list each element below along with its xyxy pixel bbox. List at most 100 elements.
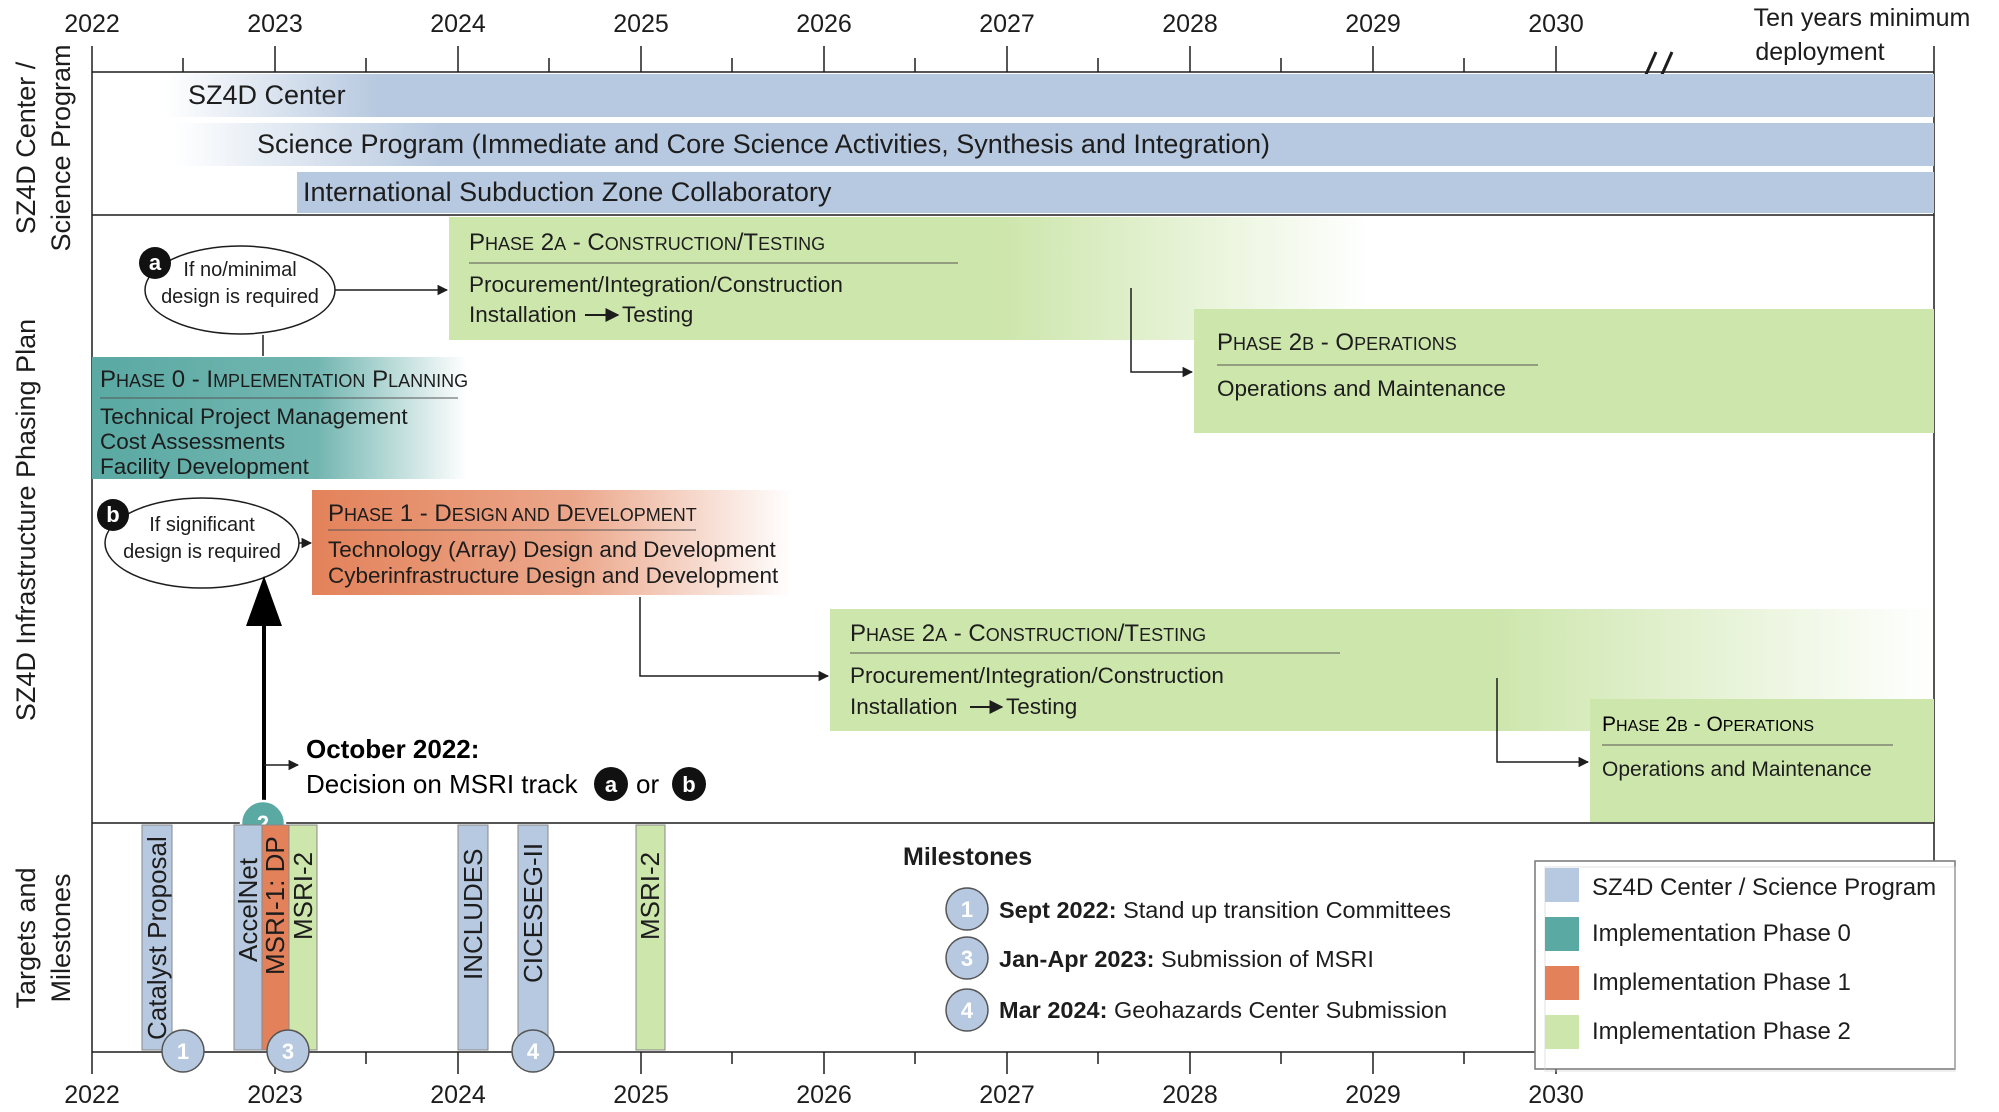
milestone-marker-4 bbox=[511, 1029, 555, 1073]
letter-badge-b bbox=[97, 499, 129, 531]
phase2a-top-title: PHASE 2A - CONSTRUCTION/TESTING bbox=[469, 229, 825, 256]
phase2a-bottom-line2a: Installation bbox=[850, 694, 958, 719]
letter-badge-b-text: b bbox=[106, 502, 119, 527]
year-label: 2023 bbox=[247, 1081, 303, 1109]
section-label-center-line2: Science Program bbox=[46, 44, 76, 251]
oval-b-line1: If significant bbox=[149, 514, 255, 536]
top-year-labels: 2022 2023 2024 2025 2026 2027 2028 2029 … bbox=[64, 10, 1584, 38]
oval-b-line2: design is required bbox=[123, 541, 281, 563]
target-bar-label: MSRI-2 bbox=[635, 852, 665, 940]
phase0-box bbox=[92, 357, 467, 479]
phase0-line3: Facility Development bbox=[100, 454, 310, 479]
year-label: 2030 bbox=[1528, 10, 1584, 38]
letter-badge-b bbox=[672, 767, 706, 801]
milestone-marker-text: 3 bbox=[282, 1039, 294, 1064]
target-bar bbox=[261, 824, 290, 1051]
legend-swatch bbox=[1545, 917, 1579, 951]
svg-text:Mar 2024: Geohazards Center Su: Mar 2024: Geohazards Center Submission bbox=[999, 997, 1447, 1023]
svg-text:Jan-Apr 2023: Submission of MS: Jan-Apr 2023: Submission of MSRI bbox=[999, 946, 1374, 972]
year-label: 2027 bbox=[979, 10, 1035, 38]
top-axis bbox=[91, 46, 1935, 73]
section-label-targets-line2: Milestones bbox=[46, 873, 76, 1002]
phase0-title: PHASE 0 - IMPLEMENTATION PLANNING bbox=[100, 366, 468, 393]
legend-label: Implementation Phase 2 bbox=[1592, 1018, 1851, 1045]
target-bar bbox=[517, 824, 549, 1051]
bottom-year-labels: 2022 2023 2024 2025 2026 2027 2028 2029 … bbox=[64, 1081, 1584, 1109]
year-label: 2024 bbox=[430, 10, 486, 38]
section-label-targets-line1: Targets and bbox=[11, 867, 41, 1008]
phase1-box bbox=[312, 490, 792, 595]
decision-text: Decision on MSRI track bbox=[306, 769, 579, 799]
year-label: 2025 bbox=[613, 1081, 669, 1109]
phase2a-bottom-title: PHASE 2A - CONSTRUCTION/TESTING bbox=[850, 620, 1206, 647]
year-label: 2025 bbox=[613, 10, 669, 38]
year-label: 2022 bbox=[64, 10, 120, 38]
year-label: 2028 bbox=[1162, 1081, 1218, 1109]
phase2a-top-line2b: Testing bbox=[622, 302, 693, 327]
center-bar-label: SZ4D Center bbox=[188, 80, 346, 110]
year-label: 2029 bbox=[1345, 1081, 1401, 1109]
target-bar-label: MSRI-2 bbox=[288, 852, 318, 940]
year-label: 2022 bbox=[64, 1081, 120, 1109]
target-bar-label: CICESEG-II bbox=[518, 843, 548, 983]
phase0-line1: Technical Project Management bbox=[100, 404, 408, 429]
phase2b-bottom-line1: Operations and Maintenance bbox=[1602, 758, 1872, 781]
connector-arrow bbox=[1496, 678, 1590, 768]
letter-badge-a bbox=[594, 767, 628, 801]
phase2b-top-line1: Operations and Maintenance bbox=[1217, 376, 1506, 401]
center-bar bbox=[165, 74, 1934, 117]
legend-swatch bbox=[1545, 966, 1579, 1000]
decision-letter-a: a bbox=[605, 772, 618, 797]
phase0-line2: Cost Assessments bbox=[100, 429, 285, 454]
letter-badge-a-text: a bbox=[149, 250, 162, 275]
connector-arrow bbox=[639, 597, 830, 682]
section-label-infrastructure: SZ4D Infrastructure Phasing Plan bbox=[11, 319, 41, 721]
target-bar-label: MSRI-1: DP bbox=[260, 836, 290, 975]
phase1-line2: Cyberinfrastructure Design and Developme… bbox=[328, 563, 779, 588]
phase2a-top-line1: Procurement/Integration/Construction bbox=[469, 272, 843, 297]
phase2b-bottom-box bbox=[1590, 699, 1934, 822]
svg-text:3: 3 bbox=[961, 946, 973, 971]
year-label: 2028 bbox=[1162, 10, 1218, 38]
target-bar-label: INCLUDES bbox=[458, 849, 488, 980]
legend-box bbox=[1534, 860, 1956, 1070]
year-label: 2024 bbox=[430, 1081, 486, 1109]
phase2a-bottom-line1: Procurement/Integration/Construction bbox=[850, 663, 1224, 688]
legend: SZ4D Center / Science Program Implementa… bbox=[1534, 860, 1956, 1072]
target-bar bbox=[635, 824, 666, 1051]
milestone-marker-3 bbox=[266, 1029, 310, 1073]
deployment-label-line1: Ten years minimum bbox=[1754, 4, 1971, 32]
collaboratory-bar-label: International Subduction Zone Collaborat… bbox=[303, 177, 832, 207]
year-label: 2029 bbox=[1345, 10, 1401, 38]
decision-arrowhead-icon bbox=[246, 576, 282, 626]
target-bar bbox=[141, 824, 173, 1051]
phase2b-top-box bbox=[1194, 309, 1934, 433]
decision-title: October 2022: bbox=[306, 734, 479, 764]
connector-arrow bbox=[1130, 288, 1194, 378]
science-program-bar bbox=[175, 123, 1934, 166]
svg-text:1: 1 bbox=[961, 897, 973, 922]
legend-label: SZ4D Center / Science Program bbox=[1592, 874, 1936, 901]
science-program-bar-label: Science Program (Immediate and Core Scie… bbox=[257, 129, 1270, 159]
phase1-title: PHASE 1 - DESIGN AND DEVELOPMENT bbox=[328, 500, 697, 527]
target-bars: Catalyst Proposal AccelNet MSRI-1: DP MS… bbox=[141, 824, 666, 1051]
target-bar bbox=[457, 824, 489, 1051]
legend-label: Implementation Phase 0 bbox=[1592, 920, 1851, 947]
milestone-marker-text: 1 bbox=[177, 1039, 189, 1064]
oval-a-line2: design is required bbox=[161, 286, 319, 308]
decision-letter-b: b bbox=[682, 772, 695, 797]
milestone-item: 3 Jan-Apr 2023: Submission of MSRI bbox=[945, 936, 1374, 980]
phase2b-bottom-title: PHASE 2B - OPERATIONS bbox=[1602, 713, 1814, 736]
phase2a-top-line2a: Installation bbox=[469, 302, 577, 327]
year-label: 2026 bbox=[796, 1081, 852, 1109]
letter-badge-a bbox=[139, 247, 171, 279]
decision-or: or bbox=[636, 769, 659, 799]
svg-text:Sept 2022: Stand up transition: Sept 2022: Stand up transition Committee… bbox=[999, 897, 1451, 923]
phase2b-top-title: PHASE 2B - OPERATIONS bbox=[1217, 329, 1457, 356]
legend-swatch bbox=[1545, 1015, 1579, 1049]
svg-text:4: 4 bbox=[961, 998, 974, 1023]
oval-a-line1: If no/minimal bbox=[183, 259, 296, 281]
year-label: 2023 bbox=[247, 10, 303, 38]
year-label: 2027 bbox=[979, 1081, 1035, 1109]
